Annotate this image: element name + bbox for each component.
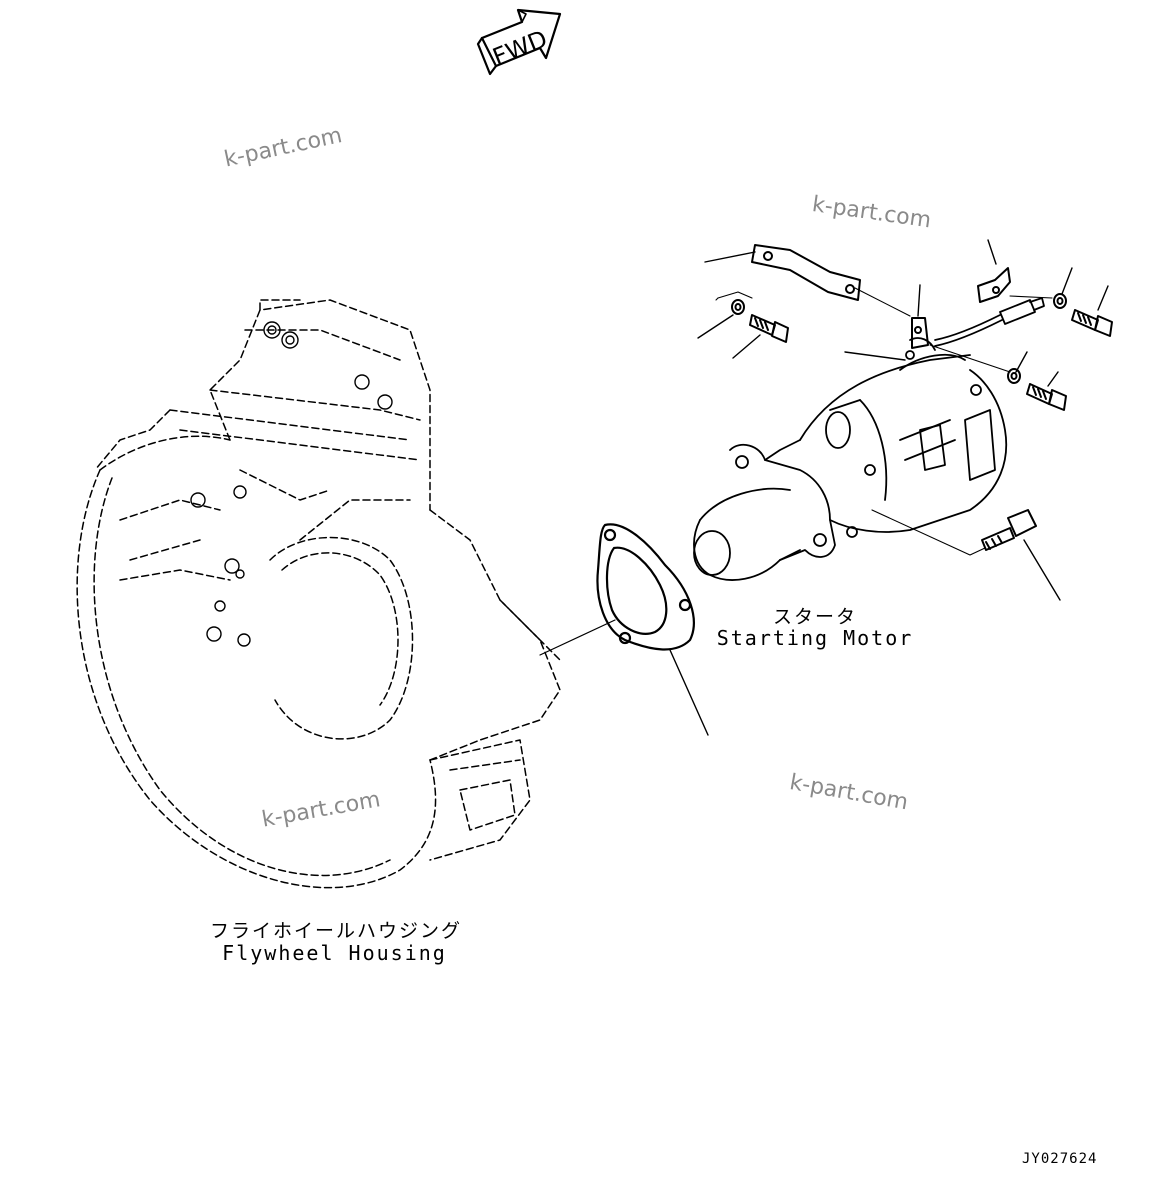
washer-3 (1007, 368, 1021, 384)
mounting-bolt (981, 509, 1037, 551)
washer-2 (1053, 293, 1067, 309)
harness (934, 297, 1045, 347)
starting-motor (693, 337, 1008, 581)
bolt-1 (749, 314, 789, 343)
gasket-leader-line (539, 619, 616, 656)
drawing-code: JY027624 (1022, 1151, 1098, 1167)
assembly-lines (715, 287, 1053, 556)
flywheel-housing (76, 299, 561, 889)
callout-lines (697, 239, 1109, 601)
starter-label-jp: スタータ (772, 606, 857, 628)
housing-label-en: Flywheel Housing (222, 941, 447, 965)
housing-label-jp: フライホイールハウジング (210, 920, 463, 942)
gasket (596, 523, 695, 651)
bracket (751, 244, 861, 301)
clamp (911, 317, 929, 349)
flywheel-housing-holes (190, 321, 393, 647)
starter-label-en: Starting Motor (716, 626, 914, 650)
gasket-callout-line (669, 649, 709, 736)
fwd-arrow-icon: FWD (476, 8, 562, 76)
bolt-2 (1071, 309, 1113, 337)
clip (977, 267, 1011, 303)
bolt-3 (1026, 383, 1067, 411)
washer-1 (731, 299, 745, 315)
